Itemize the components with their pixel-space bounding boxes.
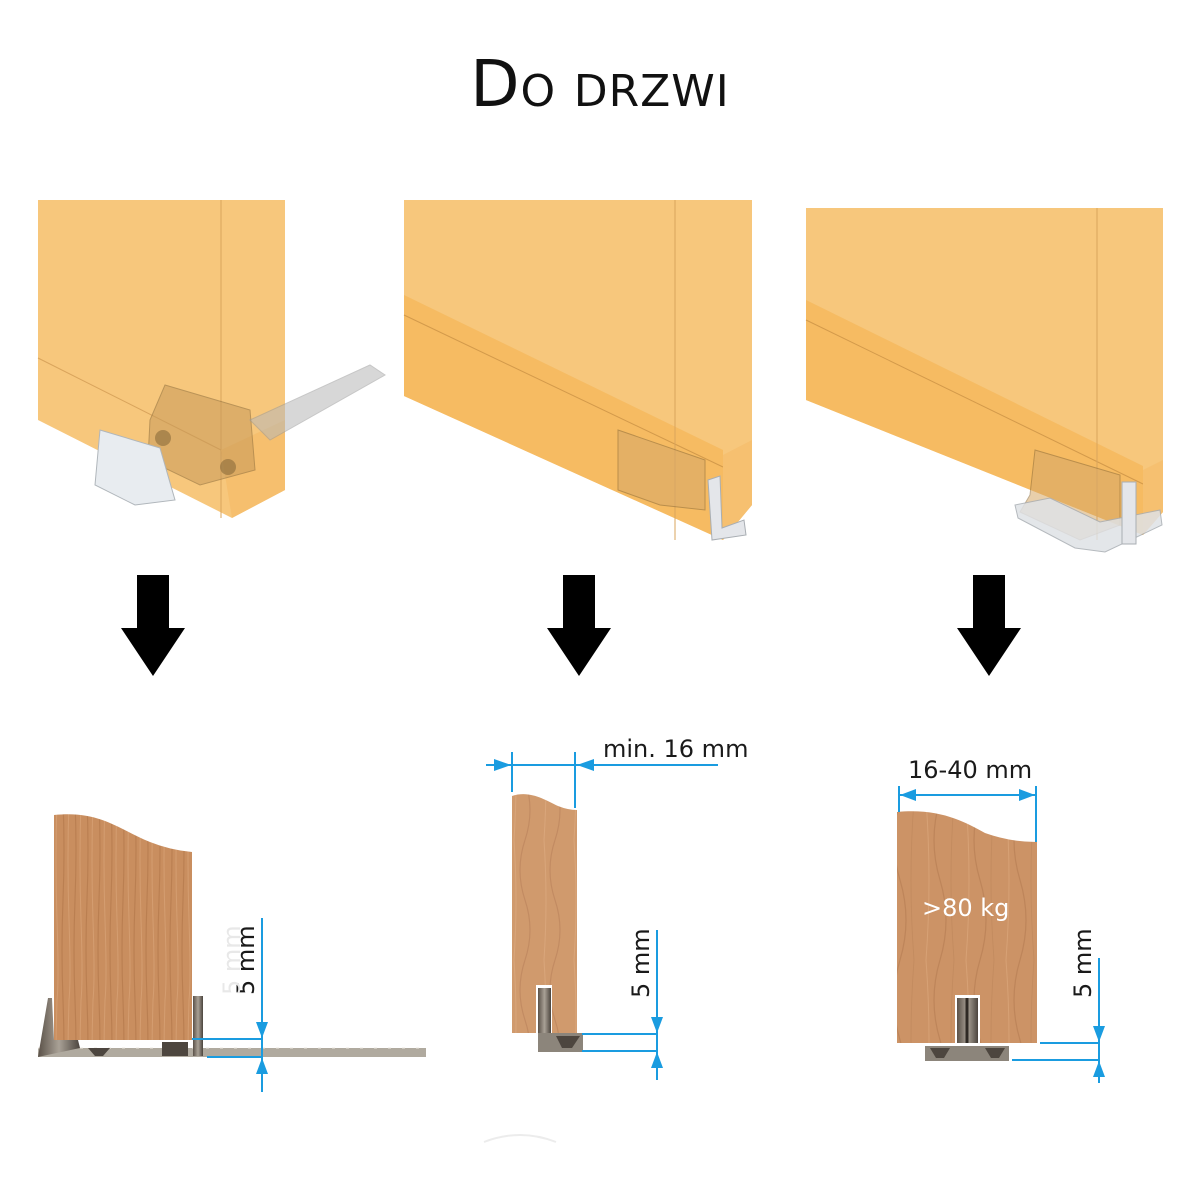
panel-3-weight-label: >80 kg (922, 894, 1009, 922)
panel-3-guide-bracket (1014, 449, 1163, 553)
panel-3-section: >80 kg 16-40 mm 5 mm (897, 756, 1105, 1083)
page-title: DO DRZWI (0, 48, 1200, 122)
panel-1-extension-plate (94, 364, 386, 506)
faint-arc (483, 1134, 557, 1143)
panel-3-width-label: 16-40 mm (908, 756, 1032, 784)
down-arrow-icon (547, 575, 611, 676)
title-rest: O (520, 66, 557, 117)
panel-1-floor-plate (38, 1048, 426, 1057)
panel-2-width-label: min. 16 mm (603, 735, 748, 763)
panel-2-wood-door (512, 794, 577, 1033)
panel-1-height-label: 5 mm (232, 925, 260, 995)
title-second-word: DRZWI (573, 66, 730, 117)
panel-1-guide-bracket (147, 384, 256, 486)
panel-1-section: 5 mm 5 mm (38, 814, 426, 1092)
panel-2-section: min. 16 mm 5 mm (486, 735, 748, 1080)
panel-3-wood-door (897, 811, 1037, 1043)
down-arrow-icon (957, 575, 1021, 676)
down-arrow-icon (121, 575, 185, 676)
panel-1-wood-door (54, 814, 192, 1040)
panel-2-height-label: 5 mm (627, 928, 655, 998)
panel-1-faint-label: 5 mm (218, 925, 246, 995)
panel-2-guide-bracket (617, 429, 747, 541)
panel-3-height-label: 5 mm (1069, 928, 1097, 998)
title-initial: D (470, 48, 521, 122)
